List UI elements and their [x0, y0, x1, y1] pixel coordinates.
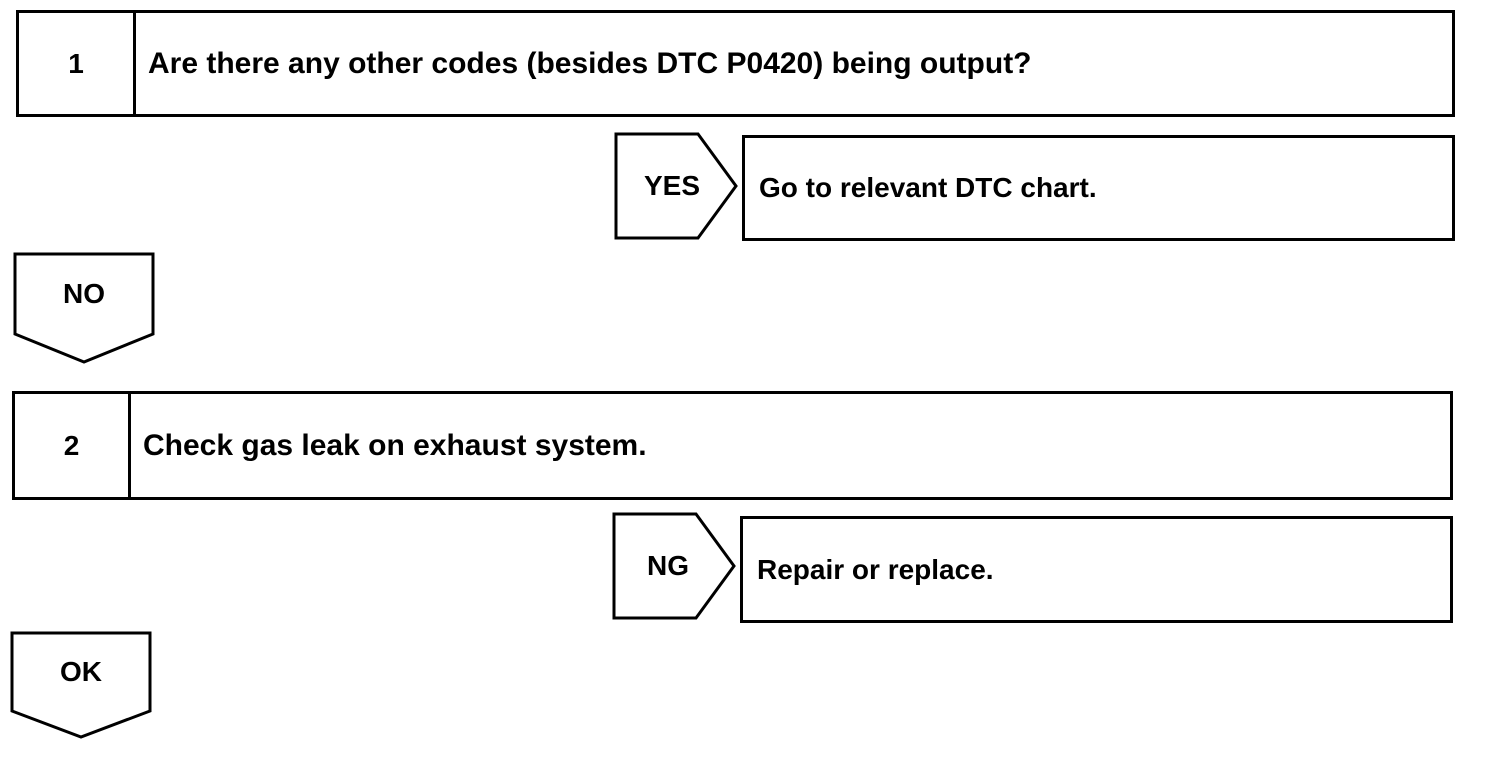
ok-label: OK: [60, 656, 102, 687]
step-2-instruction: Check gas leak on exhaust system.: [143, 428, 647, 462]
step-1-box: 1 Are there any other codes (besides DTC…: [16, 10, 1455, 117]
ng-result-box: Repair or replace.: [740, 516, 1453, 623]
no-label: NO: [63, 278, 105, 309]
ng-label: NG: [647, 550, 689, 581]
no-down-arrow-shape: [13, 252, 155, 364]
step-2-number: 2: [15, 394, 131, 497]
yes-arrow-shape: [614, 132, 738, 240]
step-2-box: 2 Check gas leak on exhaust system.: [12, 391, 1453, 500]
yes-label: YES: [643, 170, 701, 201]
step-1-number: 1: [19, 13, 136, 114]
ok-down-arrow-shape: [10, 631, 152, 739]
step-1-question: Are there any other codes (besides DTC P…: [148, 46, 1032, 80]
yes-result-box: Go to relevant DTC chart.: [742, 135, 1455, 241]
ng-arrow-shape: [612, 512, 736, 620]
